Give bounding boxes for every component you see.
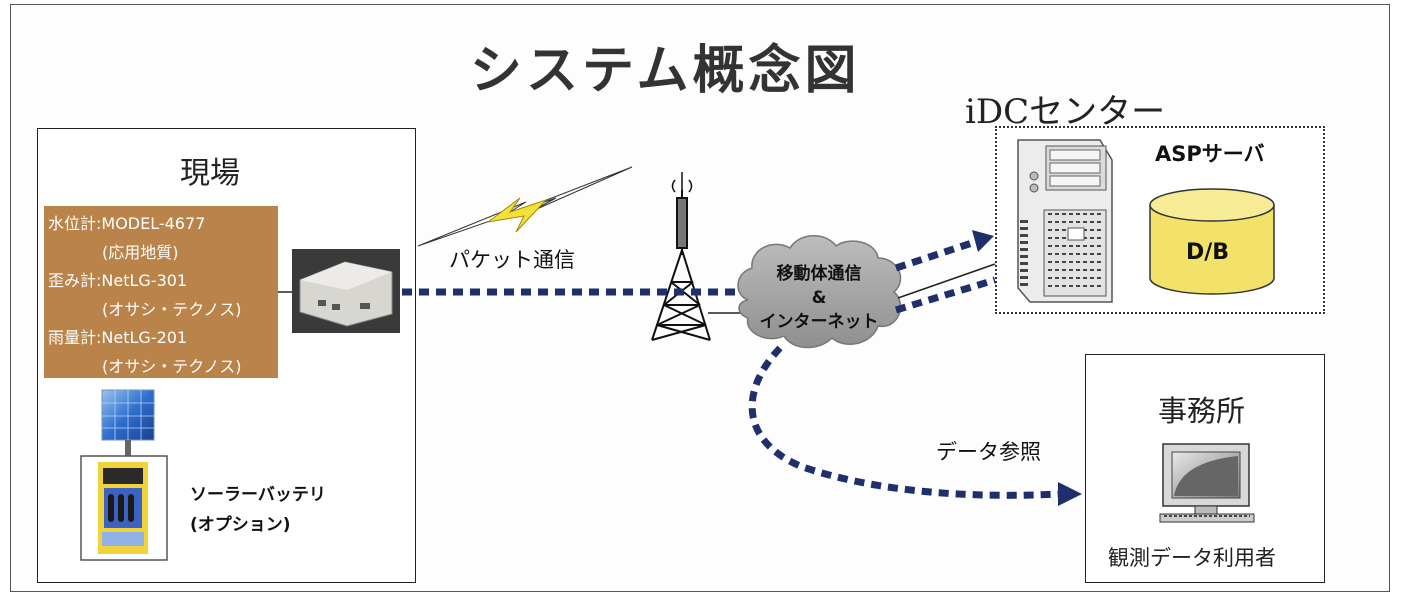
solar-battery-line1: ソーラーバッテリ — [190, 485, 326, 505]
cloud-label-line2: & — [811, 288, 827, 308]
solar-battery-line2: (オプション) — [190, 515, 291, 535]
battery-unit-icon — [80, 455, 168, 561]
spec-line-water-level-maker: (応用地質) — [102, 242, 179, 262]
spec-line-rain: 雨量計:NetLG-201 — [48, 328, 188, 347]
idc-title: iDCセンター — [965, 92, 1166, 132]
cloud-to-idc-link-upper — [894, 238, 977, 272]
idc-link-arrowhead — [972, 230, 994, 252]
spec-line-rain-maker: (オサシ・テクノス) — [102, 356, 242, 376]
solar-battery-label: ソーラーバッテリ (オプション) — [190, 480, 326, 540]
database-cylinder-icon — [1149, 188, 1275, 295]
cloud-to-office-link — [748, 345, 1061, 499]
cloud-idc-solid-line — [897, 263, 996, 299]
server-tower-icon — [1017, 139, 1113, 303]
office-user-label: 観測データ利用者 — [1108, 546, 1276, 570]
data-logger-device — [292, 249, 400, 333]
cloud-to-idc-link-lower — [894, 276, 997, 314]
data-reference-label: データ参照 — [936, 440, 1041, 464]
pc-monitor-icon — [1159, 443, 1255, 523]
cloud-label-line1: 移動体通信 — [776, 264, 862, 284]
database-label: D/B — [1186, 240, 1230, 265]
office-link-arrowhead — [1058, 482, 1082, 506]
spec-line-strain-maker: (オサシ・テクノス) — [102, 299, 242, 319]
spec-line-water-level: 水位計:MODEL-4677 — [48, 214, 206, 233]
spec-line-strain: 歪み計:NetLG-301 — [48, 271, 188, 290]
site-title: 現場 — [180, 156, 240, 191]
office-title: 事務所 — [1158, 394, 1246, 428]
radio-tower-icon — [651, 172, 711, 341]
lightning-bolt-icon — [487, 197, 547, 233]
asp-server-label: ASPサーバ — [1155, 142, 1265, 166]
diagram-title: システム概念図 — [470, 41, 861, 101]
packet-communication-label: パケット通信 — [449, 248, 575, 272]
cloud-label-line3: インターネット — [759, 312, 879, 332]
wireless-signal-line — [417, 166, 633, 247]
solar-panel-icon — [97, 387, 157, 456]
cloud-label: 移動体通信 & インターネット — [744, 262, 894, 334]
dotted-connection-lines — [402, 238, 1061, 499]
sensor-spec-box: 水位計:MODEL-4677 (応用地質) 歪み計:NetLG-301 (オサシ… — [44, 206, 278, 378]
internet-cloud-icon — [737, 235, 902, 349]
